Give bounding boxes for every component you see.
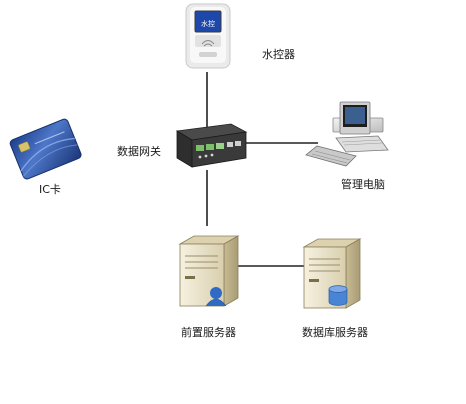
management-pc-label: 管理电脑	[341, 177, 385, 191]
front-server-label: 前置服务器	[181, 325, 236, 339]
data-gateway-label: 数据网关	[117, 144, 161, 158]
front-server-icon	[178, 235, 240, 307]
gateway-icon	[175, 123, 248, 168]
ic-card-icon	[9, 118, 82, 180]
database-server-icon	[302, 238, 362, 309]
desktop-computer-icon	[305, 101, 389, 167]
controller-screen-text: 水控	[201, 19, 215, 28]
water-controller-label: 水控器	[262, 47, 295, 61]
water-controller-icon: 水控	[185, 3, 231, 69]
ic-card-label: IC卡	[39, 183, 61, 196]
db-server-label: 数据库服务器	[302, 325, 368, 339]
